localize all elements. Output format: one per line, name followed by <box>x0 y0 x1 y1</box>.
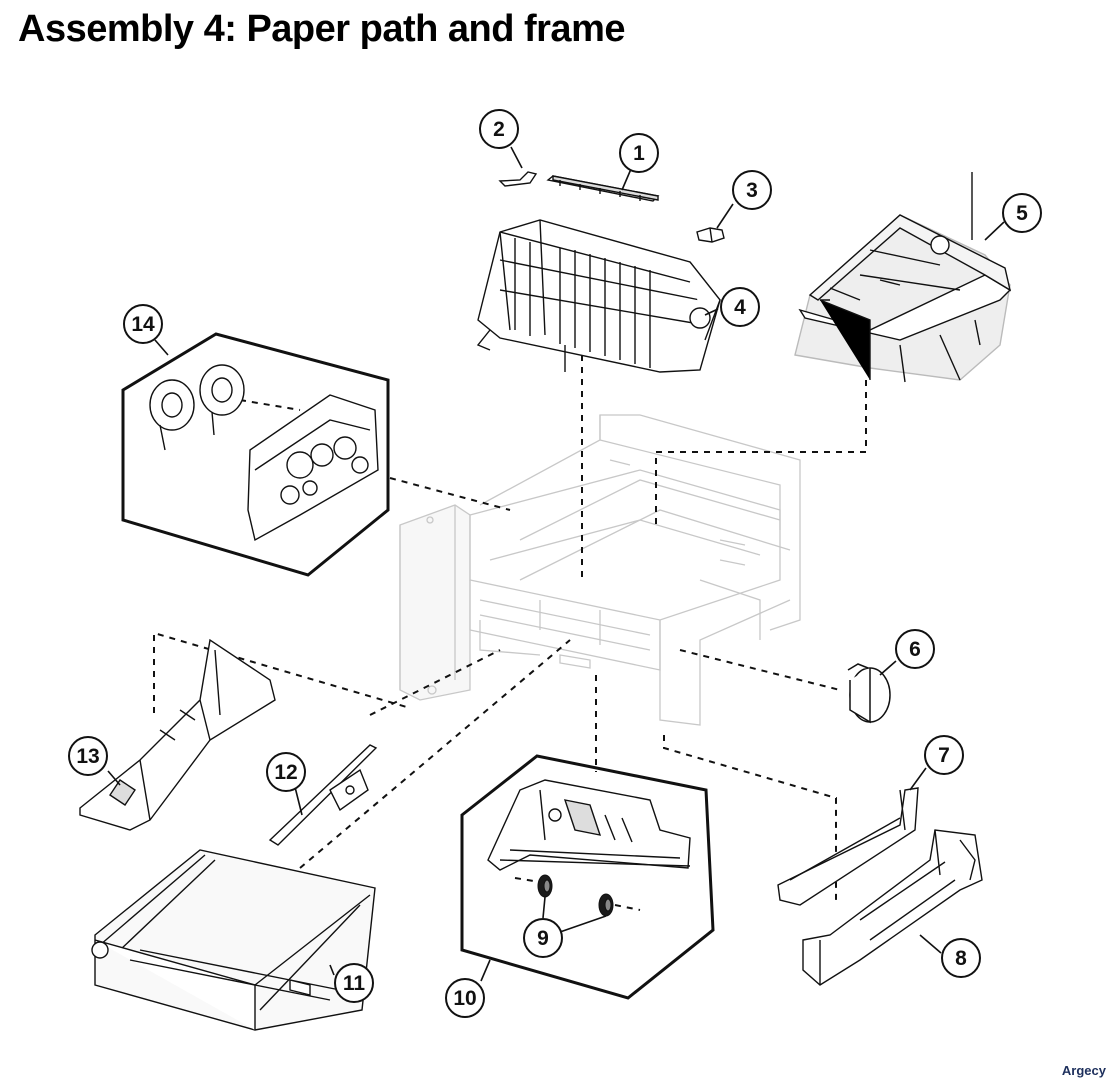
part-10-box <box>460 754 715 1000</box>
svg-text:7: 7 <box>938 744 950 767</box>
part-12-rod <box>268 744 378 846</box>
callout-5: 5 <box>1002 193 1042 233</box>
svg-text:5: 5 <box>1016 202 1028 225</box>
svg-text:1: 1 <box>633 142 645 165</box>
part-11-transfer-belt <box>91 849 376 1031</box>
part-2-clip <box>498 171 538 187</box>
part-14-box <box>121 332 390 577</box>
part-14-drive-assembly <box>149 364 379 542</box>
svg-text:9: 9 <box>537 927 549 950</box>
part-10-tray <box>487 779 691 871</box>
callout-1: 1 <box>619 133 659 173</box>
callout-7: 7 <box>924 735 964 775</box>
callout-11: 11 <box>334 963 374 1003</box>
part-1-bracket <box>546 175 660 202</box>
part-9-leaders <box>542 896 607 933</box>
part-6-motor <box>847 663 891 724</box>
callout-8: 8 <box>941 938 981 978</box>
part-4-roller-assembly <box>476 219 721 373</box>
part-5-cover-plate <box>794 172 1012 383</box>
svg-text:2: 2 <box>493 118 505 141</box>
svg-text:10: 10 <box>453 987 476 1010</box>
callout-14: 14 <box>123 304 163 344</box>
svg-text:3: 3 <box>746 179 758 202</box>
argecy-watermark: Argecy <box>1061 1063 1106 1078</box>
page-title: Assembly 4: Paper path and frame <box>18 8 626 50</box>
callout-6: 6 <box>895 629 935 669</box>
part-7-rail <box>777 787 919 906</box>
callout-10: 10 <box>445 978 485 1018</box>
callout-2: 2 <box>479 109 519 149</box>
callout-4: 4 <box>720 287 760 327</box>
svg-text:4: 4 <box>734 296 746 319</box>
dashed-leader-lines <box>153 355 867 911</box>
callout-12: 12 <box>266 752 306 792</box>
svg-text:6: 6 <box>909 638 921 661</box>
part-8-rail <box>802 829 983 986</box>
svg-text:8: 8 <box>955 947 967 970</box>
callout-13: 13 <box>68 736 108 776</box>
callout-leaders <box>107 146 1005 982</box>
svg-text:14: 14 <box>131 313 155 336</box>
svg-text:12: 12 <box>274 761 297 784</box>
svg-text:11: 11 <box>343 972 366 995</box>
callout-3: 3 <box>732 170 772 210</box>
printer-frame <box>399 414 801 726</box>
part-13-bracket <box>79 638 276 831</box>
svg-text:13: 13 <box>76 745 99 768</box>
part-3-clip <box>696 227 725 243</box>
callout-9: 9 <box>523 918 563 958</box>
part-9-rollers <box>537 874 614 917</box>
